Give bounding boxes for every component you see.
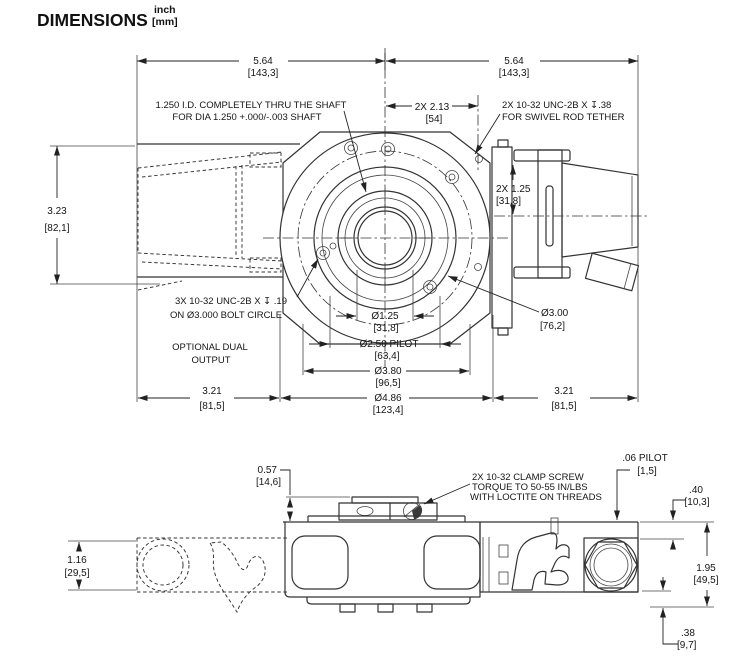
tether-pin [550,517,559,535]
note-swivel-tether: 2X 10-32 UNC-2B X ↧.38 FOR SWIVEL ROD TE… [474,100,625,155]
dim-text-mm: [31,8] [496,196,521,207]
front-view-dimensions: 5.64 [143,3] 5.64 [143,3] 3.23 [82,1] 2X… [44,53,639,416]
dim-text: .06 PILOT [622,453,668,464]
dim-base-height: .38 [9,7] [642,577,697,651]
dim-text-mm: [31,8] [373,323,398,334]
unit-primary: inch [154,4,176,16]
dim-text-mm: [96,5] [375,378,400,389]
note-line: 3X 10-32 UNC-2B X ↧ .19 [175,296,287,307]
connector-hex [583,537,639,593]
dim-text: 5.64 [504,56,524,67]
note-line: FOR DIA 1.250 +.000/-.003 SHAFT [172,112,321,123]
dim-text: 1.95 [696,563,716,574]
dim-text: Ø3.00 [541,308,569,319]
dim-text-mm: [14,6] [256,477,281,488]
dim-text-mm: [10,3] [684,497,709,508]
dim-text: 3.21 [554,386,574,397]
dim-width-left: 5.64 [143,3] [137,53,386,79]
dim-text: Ø3.80 [374,366,402,377]
note-line: ON Ø3.000 BOLT CIRCLE [170,310,282,321]
dim-text-mm: [1,5] [637,466,657,477]
dim-text-mm: [123,4] [373,405,404,416]
dim-hole-spacing: 2X 2.13 [54] [386,102,478,125]
swivel-bracket [511,532,570,591]
dim-text: .38 [681,628,695,639]
tether-hole [475,155,483,163]
dim-text-mm: [81,5] [199,401,224,412]
dim-text: 0.57 [258,465,278,476]
dim-clamp-height: 0.57 [14,6] [256,465,350,521]
front-view-left-body [137,143,300,291]
dim-flange-dia: Ø4.86 [123,4] [281,393,492,416]
dim-height: 3.23 [82,1] [44,146,70,284]
title-block: DIMENSIONS inch [mm] [37,4,178,30]
dim-body-dia: Ø3.00 [76,2] [447,275,569,332]
side-view-hidden-output [136,537,287,614]
dim-width-right: 5.64 [143,3] [386,56,638,79]
side-view-dimensions: 0.57 [14,6] 2X 10-32 CLAMP SCREW TORQUE … [64,453,718,651]
dim-bolt-circle-dia: Ø3.80 [96,5] [304,366,469,389]
dim-flange-offset: 2X 1.25 [31,8] [496,165,531,214]
dim-text-mm: [82,1] [44,223,69,234]
dim-text: 2X 1.25 [496,184,531,195]
dim-text: Ø2.50 PILOT [360,339,419,350]
dim-text: 2X 2.13 [415,102,450,113]
dim-text: .40 [689,485,703,496]
dim-text: 5.64 [253,56,273,67]
dim-pilot: Ø2.50 PILOT [63,4] [309,339,461,362]
dim-text: 3.23 [47,206,67,217]
dim-text-mm: [29,5] [64,568,89,579]
dim-text: 1.16 [67,555,87,566]
screw-hole [423,280,437,294]
dim-hidden-width: 1.16 [29,5] [64,540,136,591]
dim-text: Ø1.25 [371,311,399,322]
note-line: TORQUE TO 50-55 IN/LBS [472,482,588,493]
front-view-centerlines [263,48,508,368]
dim-overall-height: 1.95 [49,5] [640,521,719,608]
dim-text-mm: [9,7] [677,640,697,651]
dim-bore: Ø1.25 [31,8] [336,311,434,334]
dim-text-mm: [49,5] [693,575,718,586]
note-optional-output: OPTIONAL DUAL OUTPUT [172,342,248,366]
note-line: OUTPUT [191,355,230,366]
note-bolt-circle: 3X 10-32 UNC-2B X ↧ .19 ON Ø3.000 BOLT C… [170,258,319,321]
dim-text-mm: [76,2] [540,321,565,332]
front-view-right-body [491,139,648,336]
clamp-screw-slot [412,505,423,519]
dim-text-mm: [54] [426,114,443,125]
small-hole [329,242,337,250]
dim-text-mm: [143,3] [499,68,530,79]
screw-hole [445,170,459,184]
dim-text: 3.21 [202,386,222,397]
tether-hole [474,263,482,271]
dim-pilot-depth: .06 PILOT [1,5] [614,453,668,520]
dim-text: Ø4.86 [374,393,402,404]
dim-flange-thickness: .40 [10,3] [640,485,710,550]
note-line: WITH LOCTITE ON THREADS [470,492,602,503]
dim-text-mm: [63,4] [374,351,399,362]
note-line: 2X 10-32 UNC-2B X ↧.38 [502,100,611,111]
connector-stub [584,252,640,292]
side-view-body [283,496,639,613]
note-line: 1.250 I.D. COMPLETELY THRU THE SHAFT [156,100,347,111]
dim-left-depth: 3.21 [81,5] [138,386,279,412]
note-line: 2X 10-32 CLAMP SCREW [472,472,584,483]
dim-text-mm: [81,5] [551,401,576,412]
screw-hole [316,246,330,260]
note-line: FOR SWIVEL ROD TETHER [502,112,625,123]
page-title: DIMENSIONS [37,10,148,30]
note-shaft-bore: 1.250 I.D. COMPLETELY THRU THE SHAFT FOR… [156,100,367,193]
dim-right-depth: 3.21 [81,5] [494,386,637,412]
front-view-screw-holes [316,141,483,294]
note-clamp-screw: 2X 10-32 CLAMP SCREW TORQUE TO 50-55 IN/… [423,472,602,505]
unit-secondary: [mm] [152,16,178,28]
note-line: OPTIONAL DUAL [172,342,248,353]
dim-text-mm: [143,3] [248,68,279,79]
